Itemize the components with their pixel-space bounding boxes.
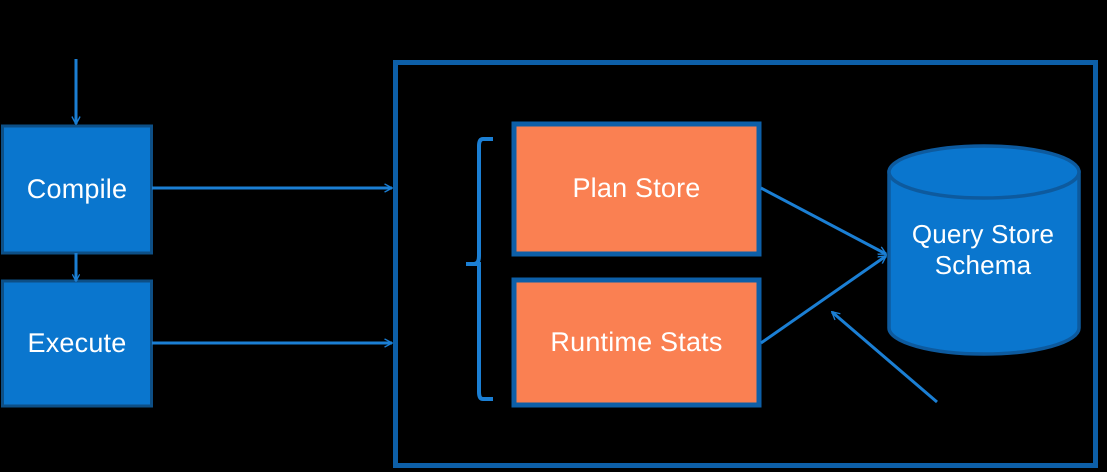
execute-box[interactable]: [1, 279, 153, 408]
compile-box[interactable]: [1, 124, 153, 255]
query-store-schema-cylinder[interactable]: [887, 144, 1081, 356]
connector-external-to-schema: [832, 312, 938, 404]
runtime-stats-box[interactable]: [511, 277, 762, 408]
grouping-bracket: [466, 137, 493, 401]
plan-store-box[interactable]: [511, 121, 762, 257]
cylinder-top: [887, 144, 1081, 200]
query-store-container: [393, 60, 1098, 468]
connector-plan-store-to-schema: [760, 186, 886, 256]
cylinder-body: [887, 170, 1081, 356]
connector-runtime-stats-to-schema: [760, 254, 886, 345]
